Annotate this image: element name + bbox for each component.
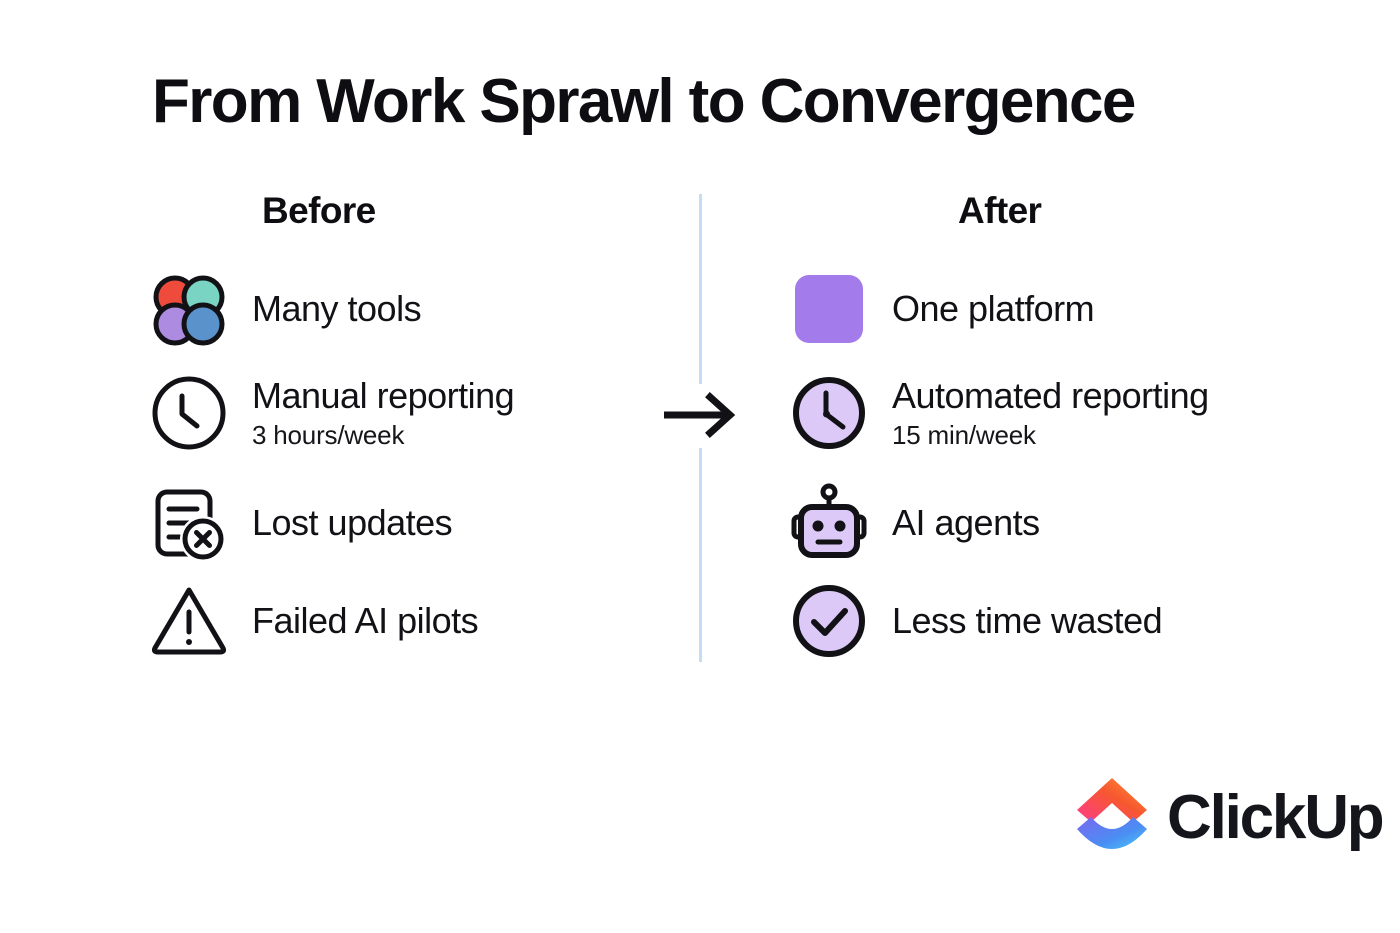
list-item-text: Failed AI pilots [252,600,479,642]
list-item-text: Less time wasted [892,600,1163,642]
list-item-label: One platform [892,288,1095,330]
list-item-label: Automated reporting [892,374,1209,416]
column-divider-top [699,194,702,384]
list-item-text: One platform [892,288,1095,330]
clickup-logo: ClickUp [1073,777,1385,859]
list-item: One platform [788,268,1095,350]
list-item-label: Many tools [252,288,422,330]
list-item-label: Failed AI pilots [252,600,479,642]
list-item-subtext: 15 min/week [892,420,1036,451]
list-item: Less time wasted [788,580,1163,662]
robot-icon [788,482,870,564]
list-item-text: Manual reporting 3 hours/week [252,374,515,452]
list-item-label: Lost updates [252,502,453,544]
check-circle-icon [788,580,870,662]
column-heading-before: Before [262,190,376,231]
list-item: Many tools [148,268,422,350]
list-item-text: AI agents [892,502,1040,543]
list-item-text: Many tools [252,288,422,330]
arrow-right-icon [662,392,740,438]
page-title: From Work Sprawl to Convergence [152,67,1136,136]
column-divider-bottom [699,448,702,662]
rounded-square-icon [788,268,870,350]
list-item: Lost updates [148,482,453,564]
clickup-wordmark: ClickUp [1167,783,1385,852]
list-item: AI agents [788,482,1040,564]
four-circles-icon [148,268,230,350]
list-item-label: AI agents [892,502,1040,544]
list-item-subtext: 3 hours/week [252,420,405,451]
document-error-icon [148,482,230,564]
list-item-label: Less time wasted [892,600,1163,642]
list-item: Manual reporting 3 hours/week [148,372,515,454]
clickup-chevron-icon [1073,777,1151,859]
list-item: Automated reporting 15 min/week [788,372,1209,454]
list-item-text: Lost updates [252,502,453,544]
clock-icon [148,372,230,454]
column-heading-after: After [958,190,1042,231]
list-item-label: Manual reporting [252,374,515,416]
warning-triangle-icon [148,580,230,662]
list-item: Failed AI pilots [148,580,479,662]
list-item-text: Automated reporting 15 min/week [892,375,1209,452]
clock-filled-icon [788,372,870,454]
